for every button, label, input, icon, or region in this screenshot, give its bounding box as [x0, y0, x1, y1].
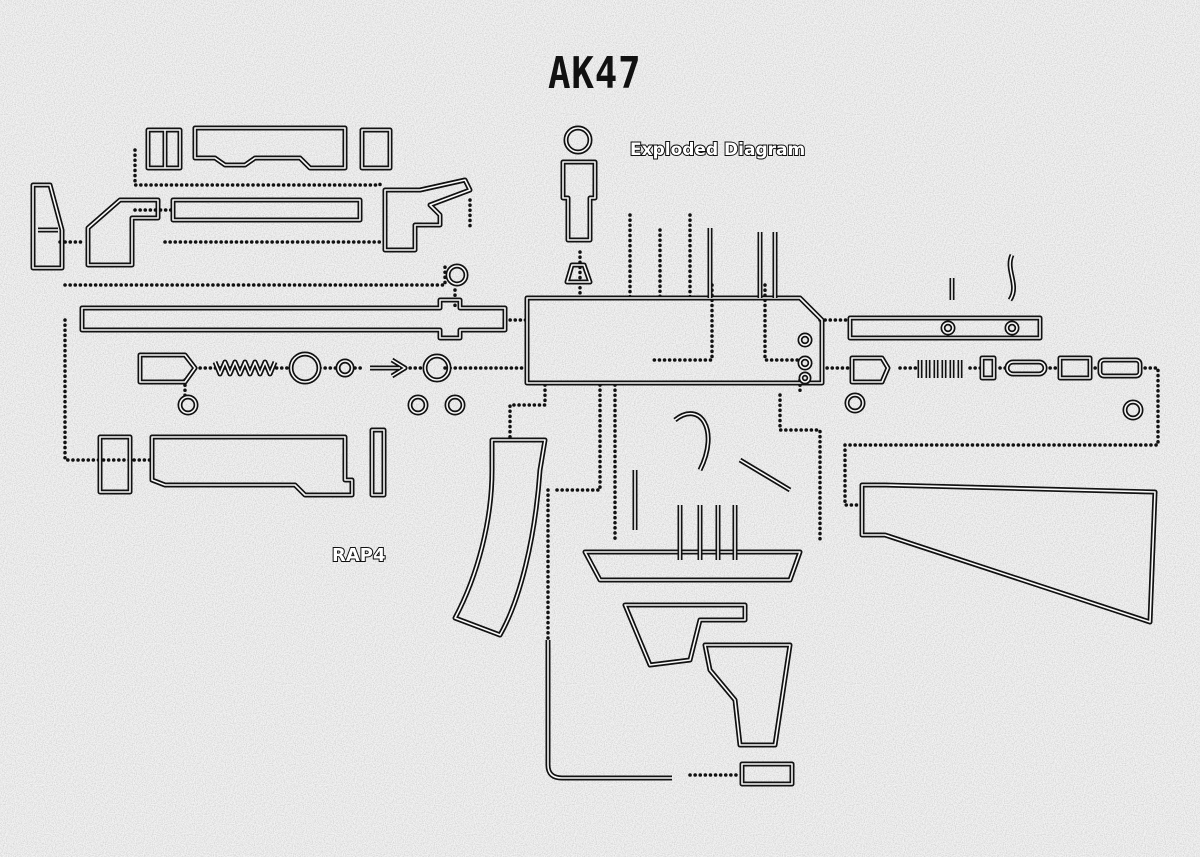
diagram-subtitle: Exploded Diagram: [629, 139, 806, 161]
page-title: AK47: [548, 48, 642, 99]
connector-lines: [58, 148, 1160, 777]
model-tag: RAP4: [331, 544, 386, 567]
